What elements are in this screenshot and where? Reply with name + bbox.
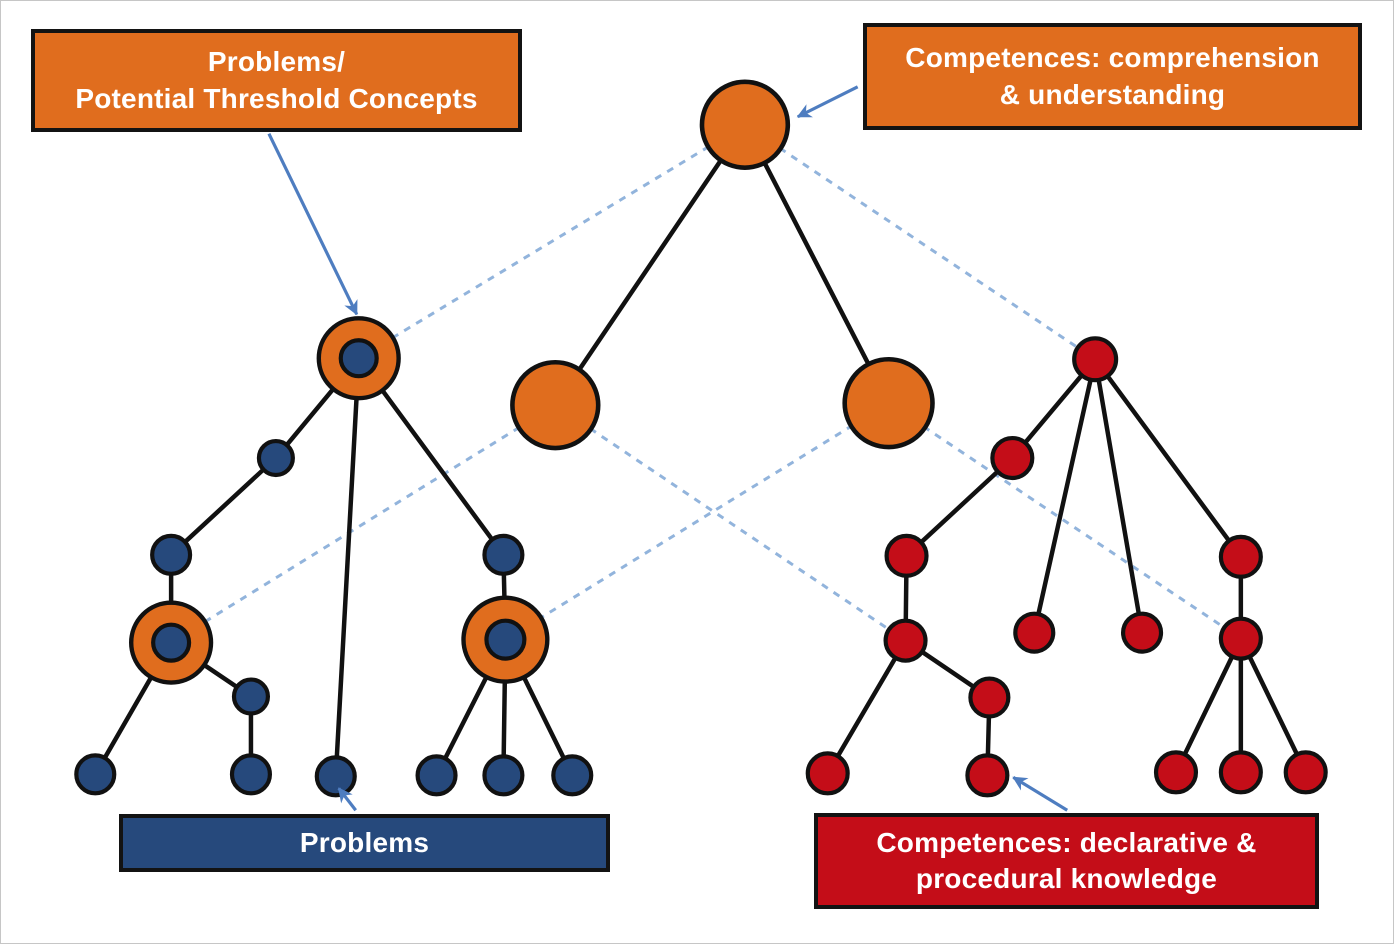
competence-node: [1283, 750, 1328, 795]
tree-edge: [1173, 636, 1244, 775]
annotation-arrow: [796, 85, 859, 119]
tree-edge: [553, 122, 748, 408]
competence-mid-right-node: [842, 356, 935, 450]
label-line: procedural knowledge: [915, 863, 1218, 894]
dashed-mapping-link: [744, 123, 1096, 361]
dashed-mapping-link: [357, 123, 746, 360]
tree-edge: [825, 638, 908, 776]
problem-node: [256, 438, 295, 478]
threshold-concept-node: [338, 338, 379, 379]
label-box-problems-threshold-concepts: Problems/ Potential Threshold Concepts: [31, 29, 522, 132]
annotation-arrow: [337, 787, 357, 812]
competence-node: [968, 676, 1011, 719]
label-line: Competences: comprehension: [905, 42, 1320, 74]
problem-node: [314, 755, 357, 798]
label-line: Competences: declarative &: [876, 826, 1257, 858]
tree-edge: [1032, 356, 1098, 635]
competence-node: [1013, 611, 1056, 654]
competence-mid-left-node: [510, 359, 601, 451]
dashed-mapping-link: [887, 401, 1242, 640]
competence-node: [1218, 534, 1263, 579]
tree-edge: [1092, 356, 1145, 635]
competence-node: [1218, 750, 1263, 795]
label-line: Problems: [299, 826, 430, 858]
label-line: & understanding: [999, 78, 1226, 110]
tree-edge: [904, 455, 1015, 559]
dashed-mapping-link: [170, 403, 557, 644]
threshold-concept-node: [484, 618, 527, 661]
nodes-layer: [74, 79, 1328, 798]
label-line: Potential Threshold Concepts: [75, 82, 478, 114]
label-box-competences-knowledge: Competences: declarative & procedural kn…: [814, 813, 1319, 909]
dashed-mapping-link: [504, 401, 890, 641]
dashed-mapping-link: [554, 403, 907, 642]
competence-node: [965, 753, 1010, 798]
tree-edge: [742, 122, 891, 406]
competence-node: [805, 751, 850, 796]
competence-node: [1120, 611, 1164, 654]
competence-node: [1218, 616, 1263, 661]
competence-root-node: [699, 79, 791, 170]
competence-node: [1072, 336, 1119, 383]
problem-node: [231, 677, 271, 716]
competence-node: [1153, 750, 1199, 795]
threshold-concept-node: [151, 622, 192, 663]
competence-node: [883, 618, 928, 663]
annotation-arrow: [267, 133, 359, 316]
problem-node: [482, 754, 525, 797]
label-line: Problems/: [207, 46, 346, 78]
tree-edge: [1092, 356, 1244, 560]
problem-node: [415, 754, 458, 797]
problem-node: [229, 753, 273, 796]
label-box-competences-comprehension: Competences: comprehension & understandi…: [863, 23, 1362, 130]
dashed-links-layer: [170, 123, 1242, 644]
tree-edge: [333, 355, 361, 779]
problem-node: [482, 533, 525, 576]
competence-node: [884, 533, 929, 578]
competence-node: [990, 435, 1035, 481]
tree-edge: [168, 455, 279, 558]
annotation-arrows-layer: [267, 85, 1069, 812]
problem-node: [74, 753, 117, 796]
annotation-arrow: [1012, 775, 1069, 812]
label-box-problems: Problems: [119, 814, 610, 872]
problem-node: [551, 754, 594, 797]
tree-edge: [1238, 636, 1308, 775]
problem-node: [150, 533, 193, 576]
